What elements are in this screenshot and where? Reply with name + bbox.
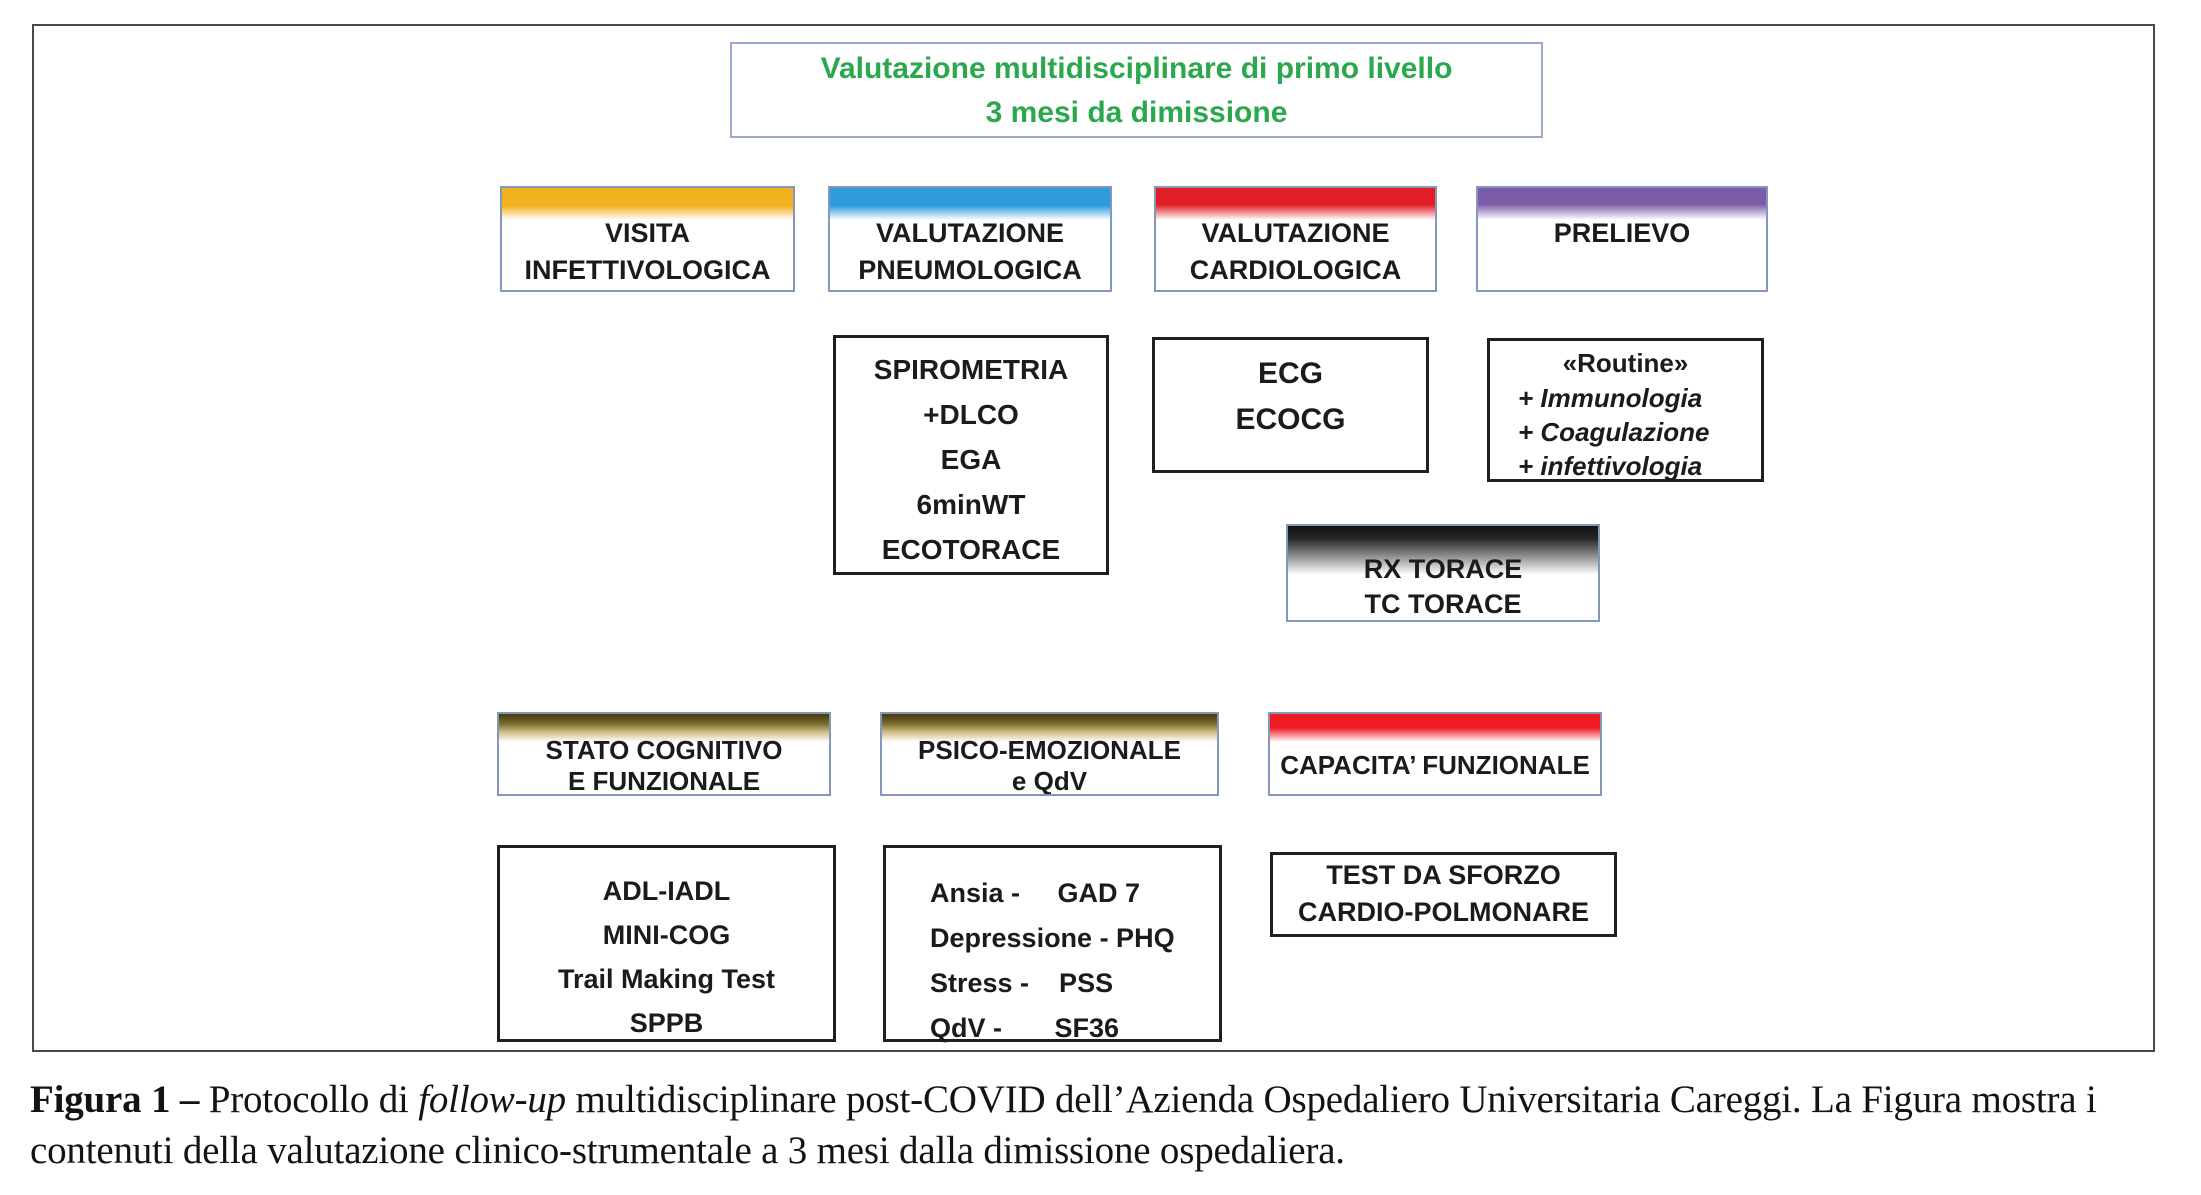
test-item: +DLCO (923, 399, 1019, 430)
test-item: Trail Making Test (557, 964, 776, 994)
header-visita-infettivologica: VISITA INFETTIVOLOGICA (500, 186, 795, 292)
test-item: CARDIO-POLMONARE (1298, 897, 1589, 927)
box-functional-test: TEST DA SFORZO CARDIO-POLMONARE (1270, 852, 1617, 937)
test-item: Stress - PSS (930, 968, 1114, 998)
header-stato-cognitivo-funzionale: STATO COGNITIVO E FUNZIONALE (497, 712, 831, 796)
header-psico-emozionale-qdv: PSICO-EMOZIONALE e QdV (880, 712, 1219, 796)
purple-color-bar (1478, 188, 1766, 220)
red-color-bar (1156, 188, 1435, 220)
header-label: VALUTAZIONE (876, 218, 1064, 248)
header-valutazione-pneumologica: VALUTAZIONE PNEUMOLOGICA (828, 186, 1112, 292)
test-item: ADL-IADL (602, 876, 731, 906)
box-cognitive-tests: ADL-IADL MINI-COG Trail Making Test SPPB (497, 845, 836, 1042)
routine-item: + Coagulazione (1518, 417, 1710, 447)
test-item: ECG (1257, 357, 1323, 390)
test-item: TC TORACE (1364, 589, 1522, 619)
blue-color-bar (830, 188, 1110, 220)
box-prelievo-tests: «Routine» + Immunologia + Coagulazione +… (1487, 338, 1764, 482)
caption-text: multidisciplinare post-COVID dell’Aziend… (30, 1078, 2097, 1172)
header-valutazione-cardiologica: VALUTAZIONE CARDIOLOGICA (1154, 186, 1437, 292)
header-label: VALUTAZIONE (1201, 218, 1390, 248)
yellow-color-bar (502, 188, 793, 220)
test-item: SPIROMETRIA (873, 354, 1069, 385)
box-pneumo-tests: SPIROMETRIA +DLCO EGA 6minWT ECOTORACE (833, 335, 1109, 575)
test-item: Depressione - PHQ (930, 923, 1175, 953)
olive-color-bar (882, 714, 1217, 742)
banner-title-box: Valutazione multidisciplinare di primo l… (730, 42, 1543, 138)
olive-color-bar (499, 714, 829, 742)
header-label: INFETTIVOLOGICA (524, 255, 771, 285)
header-label: e QdV (1011, 766, 1088, 796)
header-label: CARDIOLOGICA (1189, 255, 1402, 285)
test-item: ECOCG (1235, 403, 1346, 436)
test-item: EGA (940, 444, 1002, 475)
test-item: TEST DA SFORZO (1326, 860, 1561, 890)
test-item: ECOTORACE (881, 534, 1061, 565)
box-imaging-tests: RX TORACE TC TORACE (1286, 524, 1600, 622)
header-capacita-funzionale: CAPACITA’ FUNZIONALE (1268, 712, 1602, 796)
header-label: STATO COGNITIVO (545, 735, 783, 765)
header-label: PSICO-EMOZIONALE (918, 735, 1181, 765)
routine-item: + infettivologia (1518, 451, 1703, 481)
red-color-bar (1270, 714, 1600, 742)
test-item: MINI-COG (602, 920, 731, 950)
test-item: RX TORACE (1363, 554, 1523, 584)
routine-item: + Immunologia (1518, 383, 1703, 413)
header-label: PNEUMOLOGICA (858, 255, 1082, 285)
test-item: QdV - SF36 (930, 1013, 1120, 1043)
caption-italic-term: follow-up (418, 1078, 566, 1121)
header-prelievo: PRELIEVO (1476, 186, 1768, 292)
test-item: 6minWT (916, 489, 1026, 520)
test-item: Ansia - GAD 7 (930, 878, 1141, 908)
caption-text: Protocollo di (208, 1078, 419, 1121)
box-psycho-tests: Ansia - GAD 7 Depressione - PHQ Stress -… (883, 845, 1222, 1043)
banner-line-1: Valutazione multidisciplinare di primo l… (820, 52, 1453, 85)
box-cardio-tests: ECG ECOCG (1152, 337, 1429, 473)
routine-title: «Routine» (1562, 348, 1689, 378)
test-item: SPPB (629, 1008, 704, 1038)
header-label: PRELIEVO (1553, 218, 1691, 248)
figure-caption: Figura 1 – Protocollo di follow-up multi… (30, 1074, 2182, 1176)
header-label: CAPACITA’ FUNZIONALE (1280, 750, 1590, 780)
header-label: VISITA (604, 218, 690, 248)
banner-line-2: 3 mesi da dimissione (985, 96, 1288, 129)
caption-label: Figura 1 – (30, 1078, 209, 1121)
header-label: E FUNZIONALE (567, 766, 761, 796)
